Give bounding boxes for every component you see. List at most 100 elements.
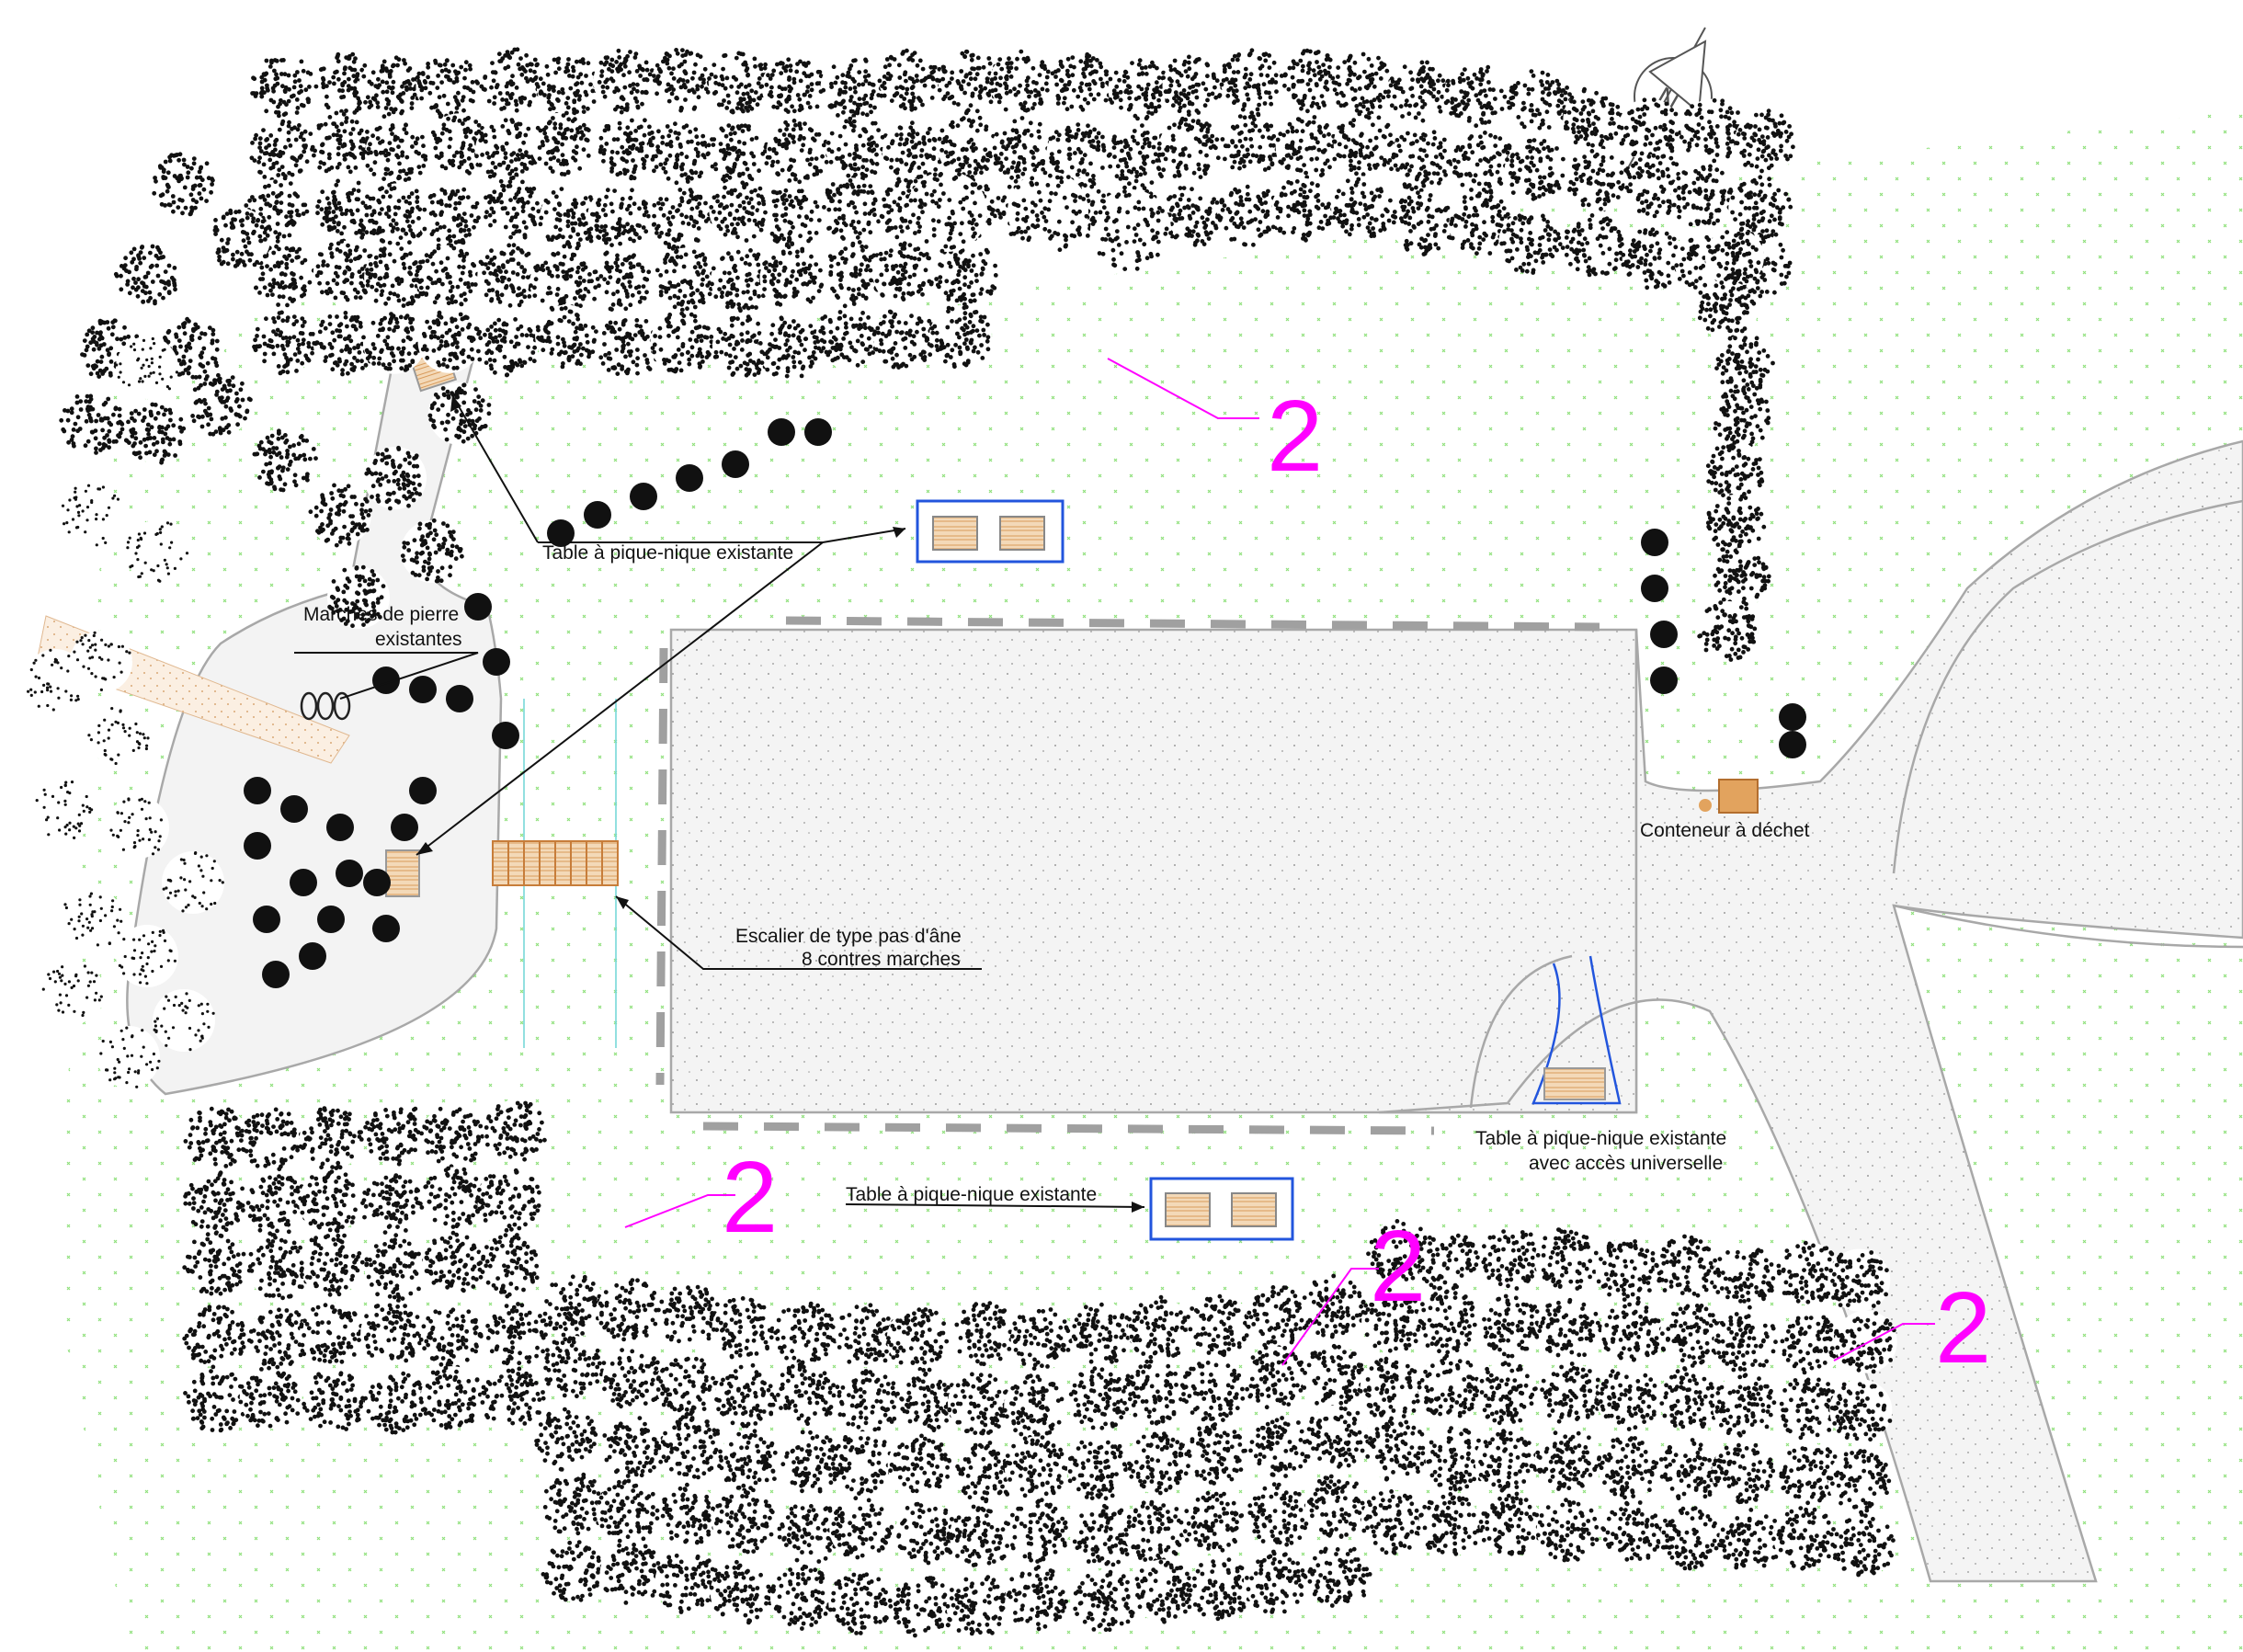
tree-icon	[650, 188, 714, 251]
tree-icon	[820, 177, 882, 241]
shrub-icon	[1641, 529, 1668, 556]
tree-icon	[1827, 1249, 1890, 1312]
tree-icon	[97, 1026, 160, 1088]
universal-table-label-2: avec accès universelle	[1529, 1153, 1723, 1174]
universal-table-label-1: Table à pique-nique existante	[1475, 1128, 1726, 1149]
shrub-icon	[290, 869, 317, 896]
tree-icon	[61, 484, 123, 546]
tree-icon	[1734, 108, 1797, 173]
shrub-icon	[464, 593, 492, 621]
tree-icon	[1215, 184, 1281, 246]
tree-icon	[116, 925, 178, 987]
tree-icon	[529, 251, 592, 314]
waste-container-label: Conteneur à déchet	[1640, 820, 1810, 841]
tree-icon	[535, 55, 599, 118]
shrub-icon	[244, 832, 271, 860]
tree-icon	[107, 796, 169, 859]
tree-icon	[162, 851, 224, 914]
tree-icon	[42, 962, 105, 1024]
tree-icon	[1505, 138, 1567, 202]
shrub-icon	[317, 906, 345, 933]
shrub-icon	[1641, 575, 1668, 602]
tree-icon	[484, 176, 548, 240]
tree-icon	[938, 116, 1002, 179]
stone-steps-label-2: existantes	[375, 629, 462, 650]
tree-icon	[308, 111, 370, 176]
tree-icon	[208, 208, 270, 270]
tree-icon	[1780, 1314, 1842, 1376]
tree-icon	[766, 119, 830, 184]
marker-2-bottom-center: 2	[1370, 1210, 1426, 1323]
tree-icon	[1829, 1379, 1892, 1441]
tree-icon	[1220, 48, 1284, 111]
marker-2-bottom-right: 2	[1935, 1271, 1991, 1384]
tree-icon	[1443, 64, 1507, 129]
tree-icon	[1679, 98, 1743, 163]
tree-icon	[114, 245, 178, 307]
tree-icon	[825, 117, 889, 181]
shrub-icon	[722, 450, 749, 478]
tree-icon	[530, 111, 593, 177]
tree-icon	[1049, 51, 1113, 114]
tree-icon	[250, 120, 313, 183]
tree-icon	[61, 888, 123, 951]
tree-icon	[299, 1303, 363, 1365]
shrub-icon	[446, 685, 473, 712]
tree-icon	[872, 241, 935, 304]
tree-icon	[652, 48, 714, 113]
shrub-icon	[1779, 731, 1806, 758]
shrub-icon	[244, 777, 271, 804]
tree-icon	[1332, 111, 1398, 177]
shrub-icon	[1779, 703, 1806, 731]
shrub-icon	[804, 418, 832, 446]
shrub-icon	[253, 906, 280, 933]
stairs-label-1: Escalier de type pas d'âne	[735, 926, 962, 947]
tree-icon	[479, 47, 542, 112]
tree-icon	[1388, 129, 1454, 192]
shrub-icon	[262, 961, 290, 988]
tree-icon	[416, 185, 481, 247]
tree-icon	[1108, 58, 1170, 120]
shrub-icon	[409, 777, 437, 804]
shrub-icon	[630, 483, 657, 510]
shrub-icon	[492, 722, 519, 749]
picnic-table-frame	[917, 501, 1063, 562]
tree-icon	[153, 989, 215, 1052]
table-label-bottom: Table à pique-nique existante	[846, 1184, 1097, 1205]
tree-icon	[1271, 178, 1335, 243]
stairs-label-2: 8 contres marches	[802, 949, 961, 970]
marker-2-top: 2	[1267, 380, 1323, 493]
tree-icon	[418, 311, 481, 373]
shrub-icon	[336, 860, 363, 887]
stone-steps-label-1: Marches de pierre	[303, 604, 459, 625]
shrub-icon	[1650, 621, 1678, 648]
tree-icon	[1507, 69, 1573, 132]
shrub-icon	[483, 648, 510, 676]
tree-icon	[1331, 177, 1394, 239]
tree-icon	[360, 1302, 423, 1364]
tree-icon	[250, 54, 313, 118]
tree-icon	[1276, 115, 1340, 179]
shrub-icon	[326, 814, 354, 841]
tree-icon	[33, 778, 96, 840]
tree-icon	[363, 122, 428, 186]
shrub-icon	[409, 676, 437, 703]
tree-icon	[1220, 110, 1282, 175]
tree-icon	[475, 315, 538, 378]
picnic-table-frame	[1151, 1179, 1292, 1239]
tree-icon	[416, 55, 480, 119]
tree-icon	[1157, 117, 1222, 180]
shrub-icon	[299, 942, 326, 970]
shrub-icon	[280, 795, 308, 823]
tree-icon	[70, 631, 132, 693]
tree-icon	[1330, 52, 1393, 116]
tree-icon	[655, 247, 718, 312]
tree-icon	[542, 1473, 605, 1535]
tree-icon	[587, 186, 651, 248]
marker-2-bottom-left: 2	[722, 1141, 778, 1254]
shrub-icon	[1650, 666, 1678, 694]
tree-icon	[707, 51, 771, 114]
table-label-top: Table à pique-nique existante	[542, 542, 793, 564]
shrub-icon	[363, 869, 391, 896]
